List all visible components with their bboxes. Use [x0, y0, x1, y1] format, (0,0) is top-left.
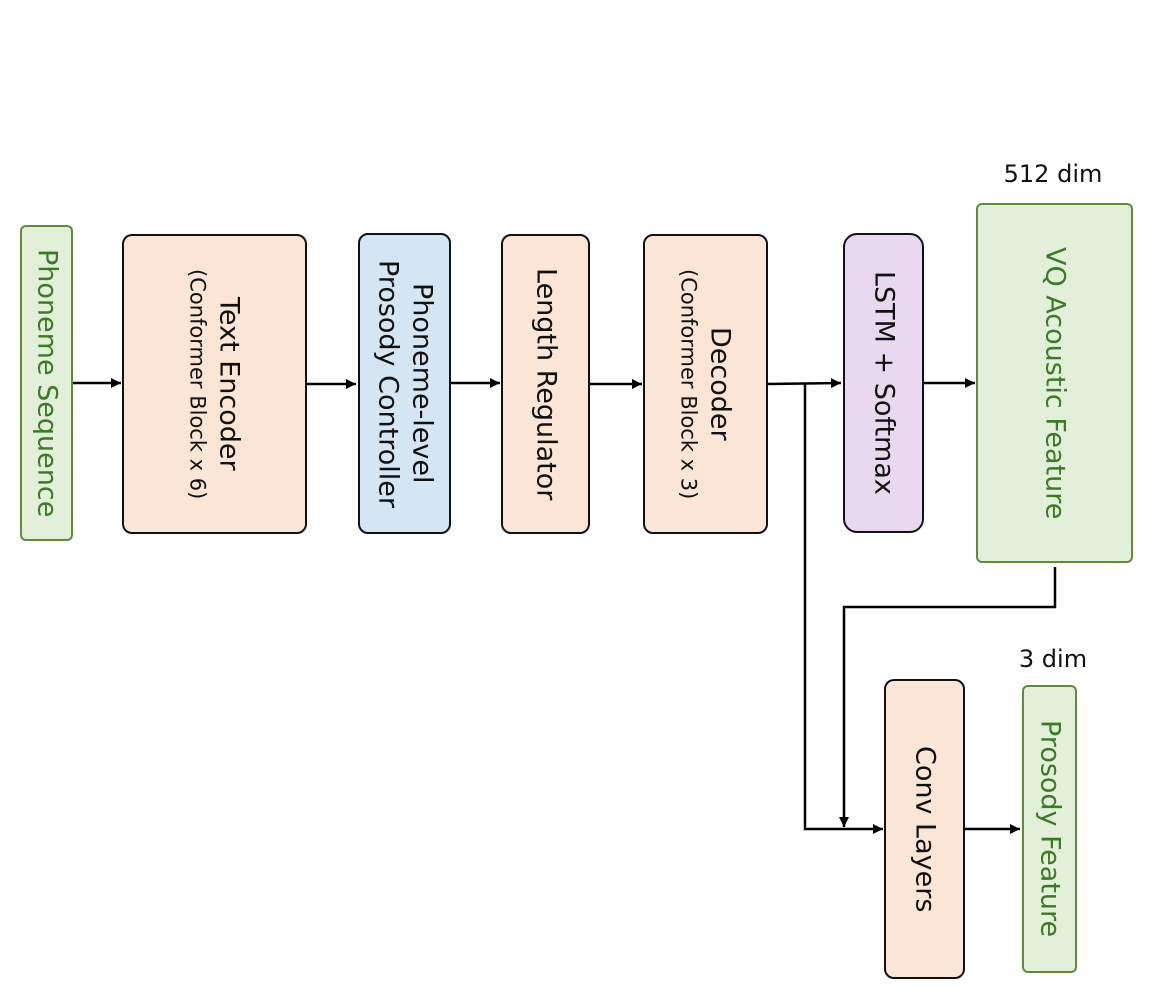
prosody-feature-node: Prosody Feature — [1022, 685, 1077, 973]
prosody-controller-label-1: Phoneme-level — [406, 283, 438, 484]
conv-layers-node: Conv Layers — [884, 679, 965, 979]
vq-acoustic-feature-node: VQ Acoustic Feature — [976, 203, 1133, 563]
decoder-label: Decoder — [704, 327, 736, 441]
text-encoder-label: Text Encoder — [213, 297, 245, 471]
vq-acoustic-feature-label: VQ Acoustic Feature — [1039, 246, 1071, 520]
arrow-vq-to-conv — [839, 567, 1057, 827]
length-regulator-node: Length Regulator — [501, 234, 590, 534]
length-regulator-label: Length Regulator — [530, 267, 562, 501]
phoneme-sequence-node: Phoneme Sequence — [20, 225, 73, 541]
conv-layers-label: Conv Layers — [909, 745, 941, 913]
phoneme-sequence-label: Phoneme Sequence — [31, 248, 63, 518]
prosody-dim-label: 3 dim — [1018, 645, 1088, 673]
arrow-decoder-branch-to-conv — [803, 384, 883, 834]
prosody-controller-node: Phoneme-level Prosody Controller — [358, 233, 451, 534]
lstm-softmax-node: LSTM + Softmax — [843, 233, 924, 533]
vq-dim-label: 512 dim — [1003, 160, 1103, 188]
decoder-node: Decoder (Conformer Block x 3) — [643, 234, 768, 534]
text-encoder-node: Text Encoder (Conformer Block x 6) — [122, 234, 307, 534]
lstm-softmax-label: LSTM + Softmax — [868, 271, 900, 495]
arrow-decoder-to-lstm — [767, 378, 842, 389]
text-encoder-sublabel: (Conformer Block x 6) — [185, 268, 210, 500]
prosody-feature-label: Prosody Feature — [1034, 720, 1066, 938]
prosody-controller-label-2: Prosody Controller — [372, 259, 404, 508]
decoder-sublabel: (Conformer Block x 3) — [676, 268, 701, 500]
